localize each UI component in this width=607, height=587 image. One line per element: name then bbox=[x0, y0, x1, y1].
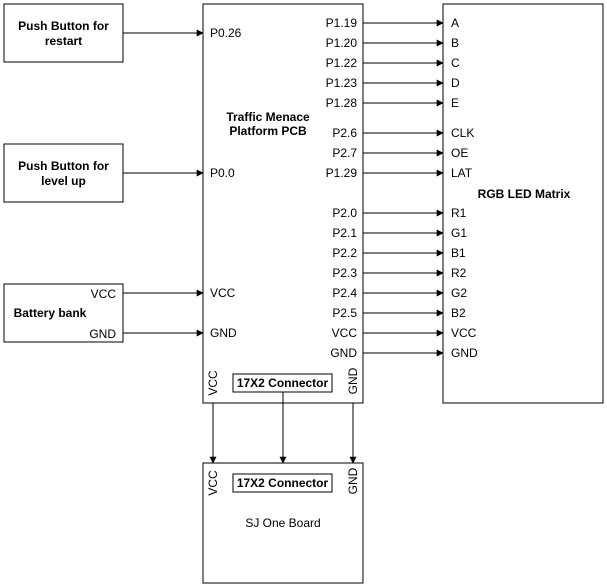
matrix-pin-label: B1 bbox=[451, 246, 466, 260]
pcb-left-pin-label: VCC bbox=[210, 286, 236, 300]
matrix-pin-label: CLK bbox=[451, 126, 474, 140]
pcb-left-pin-label: GND bbox=[210, 326, 237, 340]
battery-bank-box bbox=[3, 283, 124, 343]
pcb-right-pin-label: GND bbox=[330, 346, 357, 360]
matrix-pin-label: OE bbox=[451, 146, 468, 160]
battery-bank-block: Battery bank VCC GND bbox=[3, 283, 124, 343]
battery-bank-label: Battery bank bbox=[14, 306, 87, 320]
restart-button-label-line1: Push Button for bbox=[18, 19, 109, 33]
sj-one-board-title: SJ One Board bbox=[245, 516, 320, 530]
matrix-pin-label: G2 bbox=[451, 286, 467, 300]
pcb-bottom-vcc-pin: VCC bbox=[206, 370, 220, 396]
pcb-block: Traffic Menace Platform PCB P0.26P0.0VCC… bbox=[202, 3, 364, 404]
rgb-led-matrix-title: RGB LED Matrix bbox=[478, 187, 571, 201]
pcb-right-pin-label: VCC bbox=[332, 326, 358, 340]
battery-gnd-pin: GND bbox=[89, 327, 116, 341]
sj-one-gnd-pin: GND bbox=[346, 467, 360, 494]
pcb-right-pin-label: P2.1 bbox=[332, 226, 357, 240]
pcb-title-line1: Traffic Menace bbox=[226, 110, 310, 124]
pcb-right-pins: P1.19P1.20P1.22P1.23P1.28P2.6P2.7P1.29P2… bbox=[326, 16, 358, 360]
restart-button-label-line2: restart bbox=[45, 34, 82, 48]
pcb-title-line2: Platform PCB bbox=[229, 124, 307, 138]
pcb-right-pin-label: P1.23 bbox=[326, 76, 358, 90]
pcb-right-pin-label: P1.22 bbox=[326, 56, 358, 70]
pcb-right-pin-label: P2.0 bbox=[332, 206, 357, 220]
pcb-right-pin-label: P2.3 bbox=[332, 266, 357, 280]
matrix-pin-label: R1 bbox=[451, 206, 467, 220]
pcb-right-pin-label: P2.6 bbox=[332, 126, 357, 140]
pcb-connector-label: 17X2 Connector bbox=[237, 376, 329, 390]
matrix-pin-label: VCC bbox=[451, 326, 477, 340]
sj-one-vcc-pin: VCC bbox=[206, 470, 220, 496]
restart-button-box bbox=[3, 3, 124, 63]
pcb-right-pin-label: P1.19 bbox=[326, 16, 358, 30]
pcb-right-pin-label: P1.29 bbox=[326, 166, 358, 180]
matrix-pin-label: R2 bbox=[451, 266, 467, 280]
pcb-left-pin-label: P0.0 bbox=[210, 166, 235, 180]
matrix-pin-label: B2 bbox=[451, 306, 466, 320]
levelup-button-block: Push Button for level up bbox=[3, 143, 124, 203]
pcb-right-pin-label: P2.7 bbox=[332, 146, 357, 160]
sj-one-board-block: 17X2 Connector VCC GND SJ One Board bbox=[202, 462, 364, 584]
pcb-to-matrix-wires bbox=[363, 19, 444, 357]
levelup-button-label-line2: level up bbox=[41, 174, 86, 188]
pcb-box bbox=[202, 3, 364, 404]
matrix-pin-label: C bbox=[451, 56, 460, 70]
pcb-right-pin-label: P2.2 bbox=[332, 246, 357, 260]
pcb-right-pin-label: P2.4 bbox=[332, 286, 357, 300]
matrix-pin-label: GND bbox=[451, 346, 478, 360]
matrix-pin-label: E bbox=[451, 96, 459, 110]
wires bbox=[123, 19, 444, 464]
pcb-bottom-gnd-pin: GND bbox=[346, 367, 360, 394]
battery-vcc-pin: VCC bbox=[91, 287, 117, 301]
pcb-right-pin-label: P1.20 bbox=[326, 36, 358, 50]
matrix-pin-label: LAT bbox=[451, 166, 473, 180]
restart-button-block: Push Button for restart bbox=[3, 3, 124, 63]
matrix-pin-label: A bbox=[451, 16, 459, 30]
sj-one-connector-box bbox=[232, 473, 333, 493]
rgb-led-matrix-box bbox=[442, 3, 604, 404]
matrix-pin-label: G1 bbox=[451, 226, 467, 240]
sj-one-connector-label: 17X2 Connector bbox=[237, 476, 329, 490]
pcb-right-pin-label: P1.28 bbox=[326, 96, 358, 110]
pcb-right-pin-label: P2.5 bbox=[332, 306, 357, 320]
matrix-pin-label: D bbox=[451, 76, 460, 90]
matrix-pin-label: B bbox=[451, 36, 459, 50]
pcb-left-pin-label: P0.26 bbox=[210, 26, 242, 40]
levelup-button-box bbox=[3, 143, 124, 203]
levelup-button-label-line1: Push Button for bbox=[18, 159, 109, 173]
